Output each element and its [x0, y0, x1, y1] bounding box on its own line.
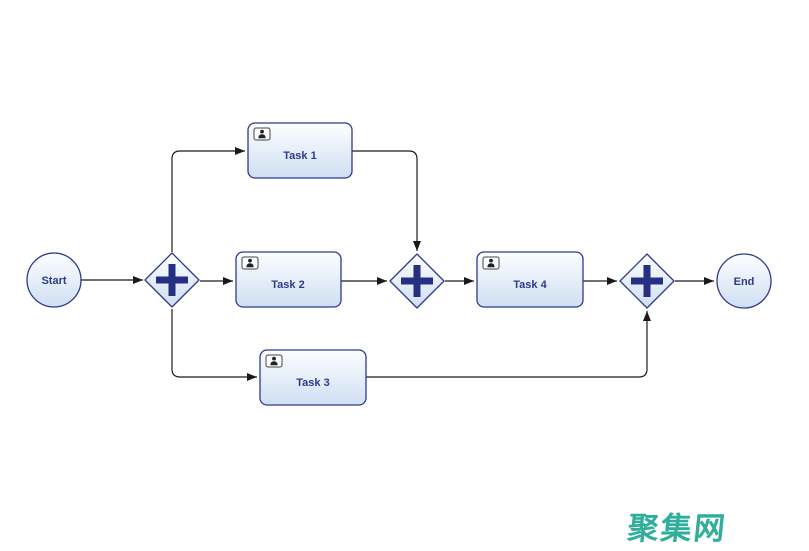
task-rect: [259, 349, 367, 406]
plus-icon: [401, 265, 433, 297]
user-task-icon: [253, 127, 271, 141]
flow-split-to-task1: [171, 147, 245, 252]
task-label: Task 2: [271, 279, 304, 291]
plus-icon: [631, 265, 663, 297]
end-event-node: End: [716, 253, 772, 309]
user-task-icon: [241, 256, 259, 270]
watermark-text: 聚集网: [625, 511, 729, 546]
parallel-gateway-join2: [619, 253, 675, 309]
task-label: Task 3: [296, 377, 329, 389]
flow-split-to-task3: [171, 309, 257, 381]
task-rect: [476, 251, 584, 308]
task-4-node: Task 4: [476, 251, 584, 308]
plus-icon: [156, 264, 188, 296]
flow-task1-to-join: [352, 150, 421, 251]
task-rect: [247, 122, 353, 179]
task-rect: [235, 251, 342, 308]
task-3-node: Task 3: [259, 349, 367, 406]
start-event-label: Start: [41, 275, 66, 287]
end-event-circle: [716, 253, 772, 309]
start-event-node: Start: [26, 252, 82, 308]
task-2-node: Task 2: [235, 251, 342, 308]
end-event-label: End: [734, 276, 755, 288]
sequence-flows: [81, 147, 714, 381]
flow-task3-to-join2: [366, 311, 651, 378]
user-task-icon: [482, 256, 500, 270]
parallel-gateway-join: [389, 253, 445, 309]
task-label: Task 4: [513, 279, 547, 291]
start-event-circle: [26, 252, 82, 308]
user-task-icon: [265, 354, 283, 368]
task-1-node: Task 1: [247, 122, 353, 179]
task-label: Task 1: [283, 150, 316, 162]
parallel-gateway-split: [144, 252, 200, 308]
